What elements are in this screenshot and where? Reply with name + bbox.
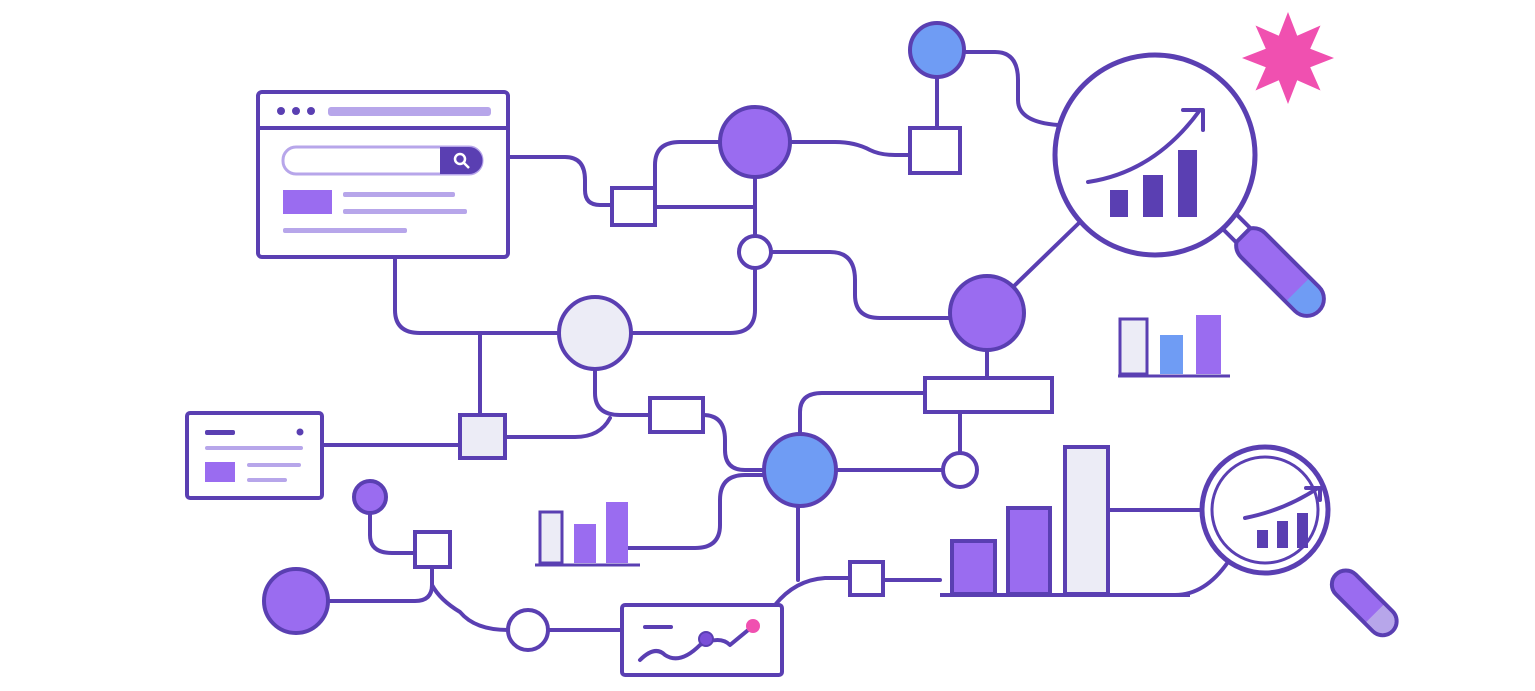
- connector-lines: [320, 50, 1230, 632]
- bar-chart-icon: [535, 502, 640, 567]
- magnifier-chart-icon: [1199, 444, 1399, 638]
- line-chart-card-icon: [620, 603, 784, 677]
- network-node-icon: [262, 21, 1026, 652]
- search-icon: [453, 152, 470, 169]
- magnifier-chart-icon: [1052, 52, 1326, 318]
- star-burst-icon: [1242, 12, 1334, 104]
- large-bar-chart-icon: [940, 445, 1190, 597]
- content-card-icon: [185, 411, 324, 500]
- bar-chart-icon: [1118, 315, 1230, 378]
- square-nodes: [413, 126, 1054, 597]
- browser-window-icon: [256, 90, 510, 259]
